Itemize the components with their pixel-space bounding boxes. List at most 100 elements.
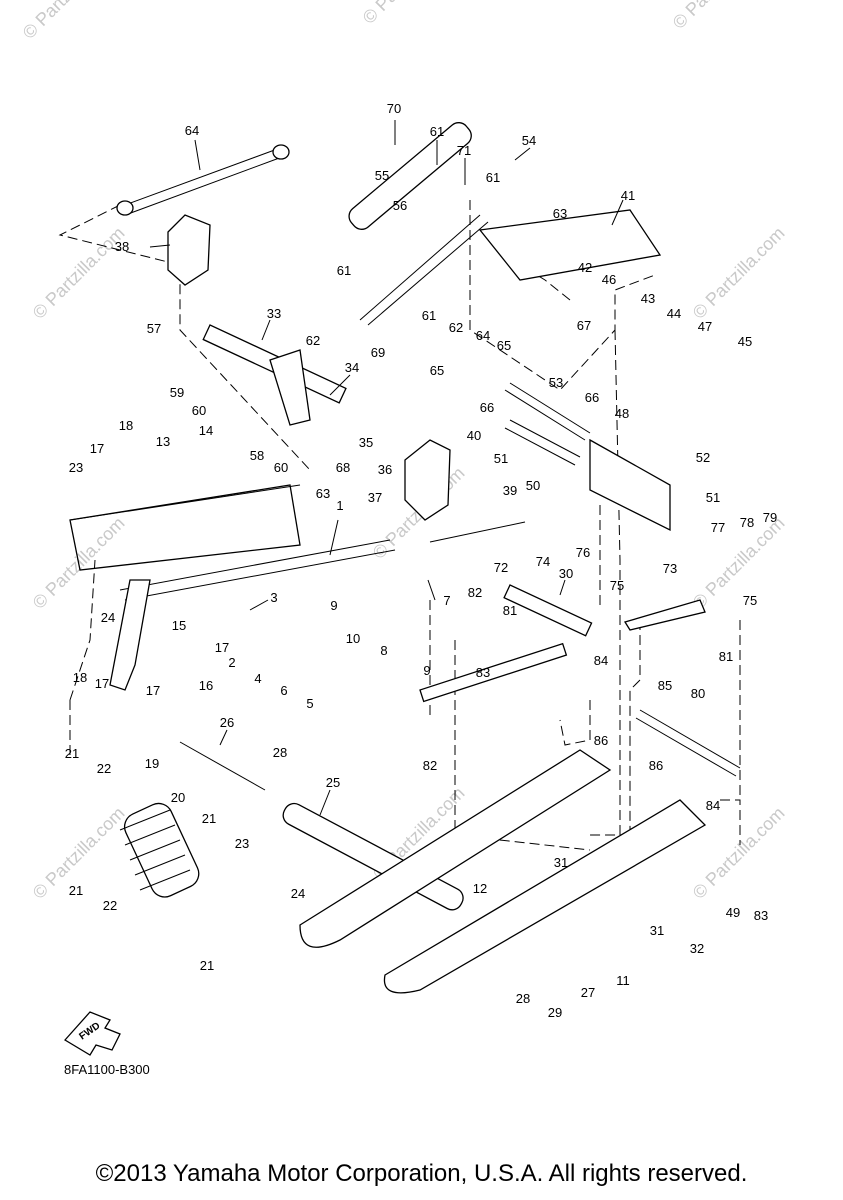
diagram-code: 8FA1100-B300 bbox=[64, 1062, 150, 1077]
callout-label: 26 bbox=[220, 715, 234, 730]
callout-label: 64 bbox=[185, 123, 199, 138]
callout-label: 3 bbox=[270, 590, 277, 605]
callout-label: 81 bbox=[719, 649, 733, 664]
callout-label: 75 bbox=[610, 578, 624, 593]
callout-label: 81 bbox=[503, 603, 517, 618]
callout-label: 9 bbox=[423, 663, 430, 678]
callout-label: 65 bbox=[497, 338, 511, 353]
callout-label: 30 bbox=[559, 566, 573, 581]
callout-label: 83 bbox=[476, 665, 490, 680]
callout-label: 19 bbox=[145, 756, 159, 771]
callout-label: 68 bbox=[336, 460, 350, 475]
callout-label: 20 bbox=[171, 790, 185, 805]
shaft-26 bbox=[179, 741, 266, 791]
watermark: © Partzilla.com bbox=[669, 0, 769, 33]
callout-label: 70 bbox=[387, 101, 401, 116]
rod-85 bbox=[639, 709, 741, 769]
callout-label: 75 bbox=[743, 593, 757, 608]
rail-right bbox=[383, 799, 707, 994]
callout-label: 71 bbox=[457, 143, 471, 158]
callout-label: 9 bbox=[330, 598, 337, 613]
callout-label: 51 bbox=[706, 490, 720, 505]
callout-label: 18 bbox=[119, 418, 133, 433]
callout-label: 21 bbox=[65, 746, 79, 761]
rail-left bbox=[299, 749, 612, 948]
callout-label: 14 bbox=[199, 423, 213, 438]
callout-label: 56 bbox=[393, 198, 407, 213]
callout-label: 63 bbox=[316, 486, 330, 501]
callout-label: 82 bbox=[423, 758, 437, 773]
callout-label: 78 bbox=[740, 515, 754, 530]
callout-label: 28 bbox=[273, 745, 287, 760]
callout-label: 44 bbox=[667, 306, 681, 321]
callout-label: 22 bbox=[97, 761, 111, 776]
callout-label: 16 bbox=[199, 678, 213, 693]
callout-label: 41 bbox=[621, 188, 635, 203]
callout-label: 21 bbox=[200, 958, 214, 973]
rear-shock-19 bbox=[119, 802, 200, 898]
callout-label: 64 bbox=[476, 328, 490, 343]
callout-label: 74 bbox=[536, 554, 550, 569]
callout-label: 36 bbox=[378, 462, 392, 477]
callout-label: 1 bbox=[336, 498, 343, 513]
callout-label: 4 bbox=[254, 671, 261, 686]
bracket-37 bbox=[404, 439, 451, 521]
fwd-arrow-icon: FWD bbox=[63, 1011, 121, 1056]
callout-label: 43 bbox=[641, 291, 655, 306]
callout-label: 5 bbox=[306, 696, 313, 711]
callout-label: 21 bbox=[202, 811, 216, 826]
frame-41 bbox=[478, 209, 662, 281]
watermark: © Partzilla.com bbox=[19, 0, 119, 43]
callout-label: 50 bbox=[526, 478, 540, 493]
callout-label: 82 bbox=[468, 585, 482, 600]
callout-label: 49 bbox=[726, 905, 740, 920]
watermark: © Partzilla.com bbox=[689, 223, 789, 323]
callout-label: 66 bbox=[480, 400, 494, 415]
callout-label: 21 bbox=[69, 883, 83, 898]
callout-label: 24 bbox=[101, 610, 115, 625]
callout-label: 84 bbox=[594, 653, 608, 668]
callout-label: 55 bbox=[375, 168, 389, 183]
callout-label: 65 bbox=[430, 363, 444, 378]
front-arm-33 bbox=[202, 324, 347, 426]
callout-label: 17 bbox=[215, 640, 229, 655]
callout-label: 60 bbox=[274, 460, 288, 475]
callout-label: 8 bbox=[380, 643, 387, 658]
callout-label: 28 bbox=[516, 991, 530, 1006]
callout-label: 66 bbox=[585, 390, 599, 405]
bracket-38 bbox=[167, 214, 211, 286]
arm-73 bbox=[623, 599, 706, 631]
callout-label: 22 bbox=[103, 898, 117, 913]
callout-label: 63 bbox=[553, 206, 567, 221]
callout-label: 17 bbox=[95, 676, 109, 691]
callout-label: 39 bbox=[503, 483, 517, 498]
watermark: © Partzilla.com bbox=[689, 803, 789, 903]
callout-label: 2 bbox=[228, 655, 235, 670]
watermark: © Partzilla.com bbox=[359, 0, 459, 28]
main-frame-1 bbox=[69, 484, 396, 601]
callout-label: 45 bbox=[738, 334, 752, 349]
plate-48 bbox=[589, 438, 671, 532]
callout-label: 40 bbox=[467, 428, 481, 443]
shaft-72 bbox=[429, 521, 526, 543]
callout-label: 13 bbox=[156, 434, 170, 449]
callout-label: 86 bbox=[594, 733, 608, 748]
callout-label: 79 bbox=[763, 510, 777, 525]
callout-label: 58 bbox=[250, 448, 264, 463]
rod-64-top bbox=[116, 144, 290, 216]
callout-label: 38 bbox=[115, 239, 129, 254]
watermark: © Partzilla.com bbox=[689, 513, 789, 613]
shaft-50 bbox=[504, 427, 576, 466]
rod-85 bbox=[635, 717, 737, 777]
callout-label: 52 bbox=[696, 450, 710, 465]
callout-label: 47 bbox=[698, 319, 712, 334]
callout-label: 62 bbox=[449, 320, 463, 335]
callout-label: 61 bbox=[486, 170, 500, 185]
callout-label: 24 bbox=[291, 886, 305, 901]
callout-label: 25 bbox=[326, 775, 340, 790]
callout-label: 51 bbox=[494, 451, 508, 466]
callout-label: 72 bbox=[494, 560, 508, 575]
copyright-notice: ©2013 Yamaha Motor Corporation, U.S.A. A… bbox=[95, 1160, 748, 1187]
shaft-50 bbox=[509, 419, 581, 458]
